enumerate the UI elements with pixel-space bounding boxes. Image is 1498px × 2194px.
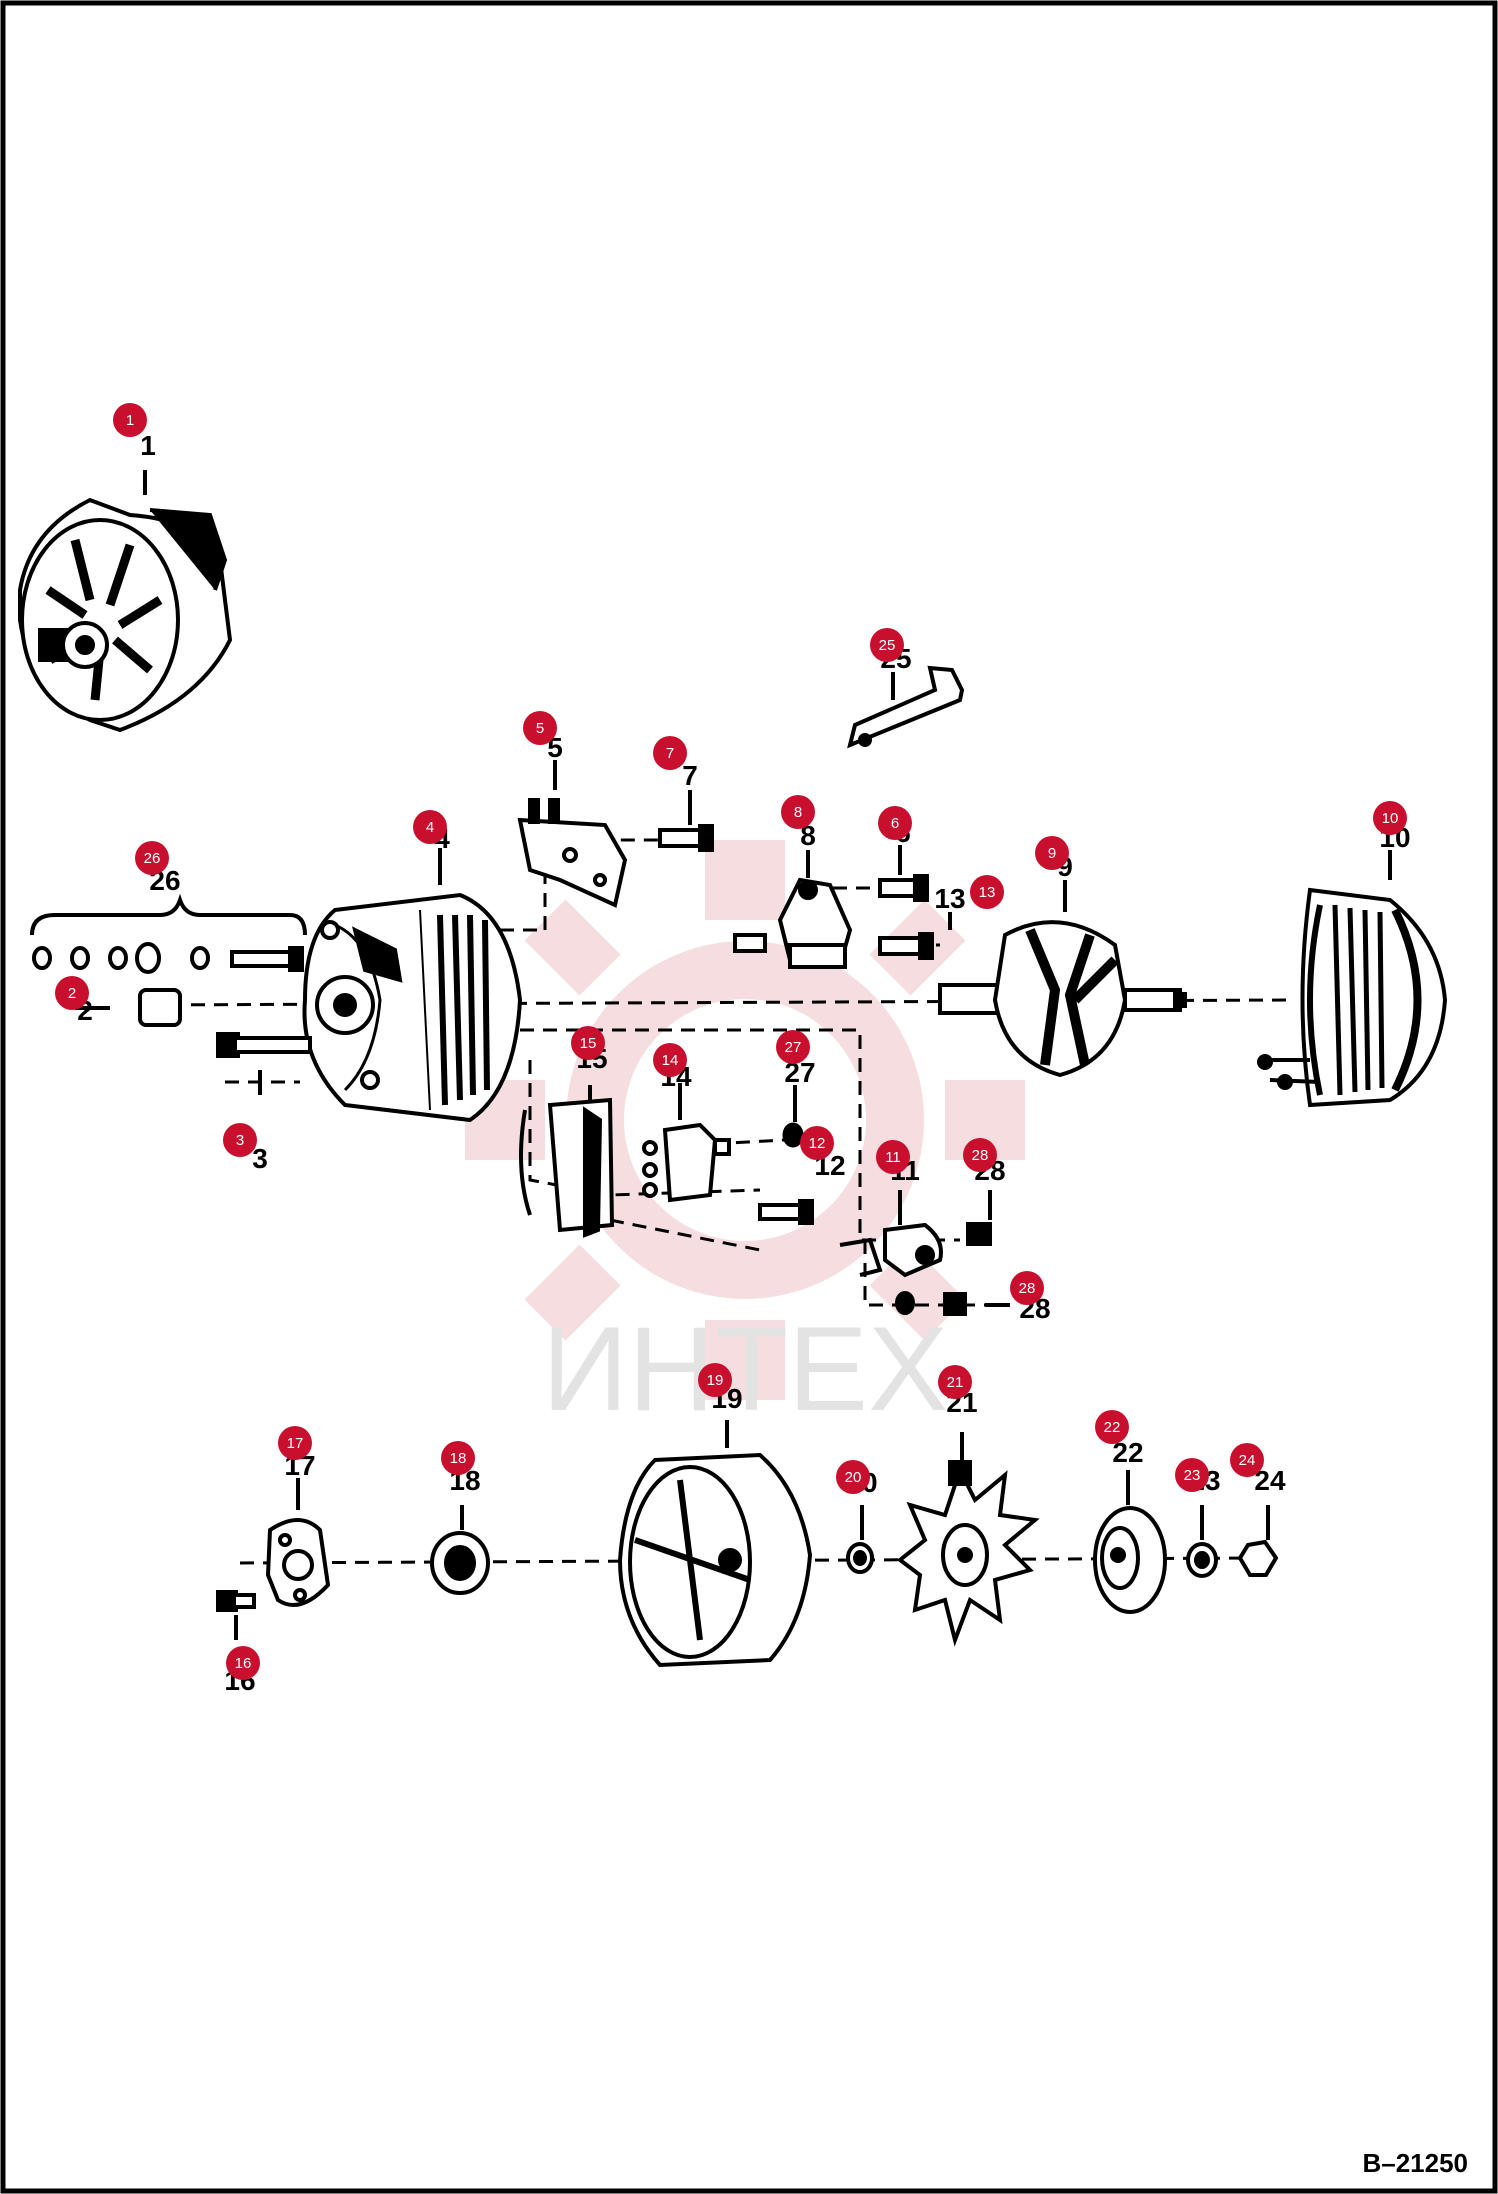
callout-badge-8[interactable]: 8 [781,795,815,829]
callout-badge-15[interactable]: 15 [571,1026,605,1060]
svg-text:16: 16 [235,1655,252,1672]
label-13: 13 [934,883,965,914]
svg-text:23: 23 [1184,1467,1201,1484]
part-6-screw[interactable] [878,874,929,902]
callout-badge-25[interactable]: 25 [870,628,904,662]
callout-badge-21[interactable]: 21 [938,1365,972,1399]
part-16-screw[interactable] [216,1590,256,1612]
part-5-plate[interactable] [517,798,628,908]
svg-text:26: 26 [144,850,161,867]
part-17-retainer-plate[interactable] [265,1518,331,1607]
label-1: 1 [140,430,156,461]
svg-text:1: 1 [126,412,134,429]
callout-badge-12[interactable]: 12 [800,1126,834,1160]
callout-badge-27[interactable]: 27 [776,1030,810,1064]
callout-badge-2[interactable]: 2 [55,976,89,1010]
callout-badge-17[interactable]: 17 [278,1426,312,1460]
part-15-rectifier[interactable] [519,1097,615,1238]
part-26-brace [30,893,307,936]
part-10-stator[interactable] [1257,887,1448,1108]
callout-badge-1[interactable]: 1 [113,403,147,437]
svg-text:28: 28 [1019,1280,1036,1297]
callout-badge-6[interactable]: 6 [878,806,912,840]
callout-badge-16[interactable]: 16 [226,1646,260,1680]
callout-badges[interactable]: 1 2 3 4 5 6 7 8 9 10 11 12 13 14 15 16 1… [55,403,1407,1680]
part-28-screw-upper[interactable] [966,1222,992,1246]
svg-text:22: 22 [1104,1419,1121,1436]
svg-text:21: 21 [947,1374,964,1391]
svg-text:6: 6 [891,815,899,832]
part-25-bracket[interactable] [847,665,965,749]
svg-text:7: 7 [666,745,674,762]
part-3-bolt[interactable] [216,1032,312,1058]
callout-badge-23[interactable]: 23 [1175,1458,1209,1492]
part-7-screw[interactable] [658,824,714,852]
callout-badge-9[interactable]: 9 [1035,836,1069,870]
callout-badge-4[interactable]: 4 [413,810,447,844]
part-26-terminal-hardware[interactable] [32,942,304,974]
callout-badge-19[interactable]: 19 [698,1363,732,1397]
svg-text:13: 13 [979,884,996,901]
part-24-nut[interactable] [1237,1539,1279,1577]
callout-badge-3[interactable]: 3 [223,1123,257,1157]
part-9-rotor[interactable] [938,920,1187,1078]
svg-text:27: 27 [785,1039,802,1056]
part-19-drive-end-frame[interactable] [617,1452,813,1668]
svg-text:18: 18 [450,1450,467,1467]
part-28-screw-lower[interactable] [895,1291,967,1316]
svg-text:9: 9 [1048,845,1056,862]
svg-text:11: 11 [885,1149,901,1166]
svg-text:2: 2 [68,985,76,1002]
svg-text:25: 25 [879,637,896,654]
callout-badge-18[interactable]: 18 [441,1441,475,1475]
callout-badge-24[interactable]: 24 [1230,1443,1264,1477]
part-4-end-frame[interactable] [302,892,523,1123]
callout-badge-7[interactable]: 7 [653,736,687,770]
svg-text:5: 5 [536,720,544,737]
svg-text:15: 15 [580,1035,597,1052]
part-22-pulley[interactable] [1093,1506,1167,1614]
part-21-fan[interactable] [896,1460,1040,1647]
label-7: 7 [682,760,698,791]
part-11-capacitor[interactable] [839,1222,943,1278]
svg-text:19: 19 [707,1372,724,1389]
svg-text:24: 24 [1239,1452,1256,1469]
part-27-nut[interactable] [782,1122,804,1148]
callout-badge-13[interactable]: 13 [970,875,1004,909]
callout-badge-5[interactable]: 5 [523,711,557,745]
svg-text:12: 12 [809,1135,826,1152]
svg-text:4: 4 [426,819,434,836]
svg-text:10: 10 [1382,810,1399,827]
part-23-washer[interactable] [1186,1542,1218,1578]
callout-badge-22[interactable]: 22 [1095,1410,1129,1444]
leader-lines [75,470,1392,1640]
callout-badge-20[interactable]: 20 [836,1460,870,1494]
drawing-id: B–21250 [1362,2148,1468,2178]
svg-text:3: 3 [236,1132,244,1149]
callout-badge-26[interactable]: 26 [135,841,169,875]
part-8-brush-holder[interactable] [733,877,853,969]
callout-badge-14[interactable]: 14 [653,1043,687,1077]
callout-badge-10[interactable]: 10 [1373,801,1407,835]
callout-badge-28a[interactable]: 28 [963,1138,997,1172]
svg-text:14: 14 [662,1052,679,1069]
callout-badge-28b[interactable]: 28 [1010,1271,1044,1305]
part-2-bushing[interactable] [138,988,182,1027]
part-12-screw[interactable] [758,1199,814,1225]
svg-text:20: 20 [845,1469,862,1486]
part-14-regulator[interactable] [642,1122,731,1203]
part-1-alternator-assembly[interactable] [18,497,233,733]
callout-badge-11[interactable]: 11 [876,1140,910,1174]
part-13-screw[interactable] [878,932,934,960]
svg-text:8: 8 [794,804,802,821]
part-18-bearing[interactable] [430,1531,490,1595]
part-20-spacer[interactable] [846,1542,874,1574]
watermark-text: ИНТЕХ [542,1302,948,1436]
label-3: 3 [252,1143,268,1174]
svg-text:17: 17 [287,1435,304,1452]
svg-text:28: 28 [972,1147,989,1164]
